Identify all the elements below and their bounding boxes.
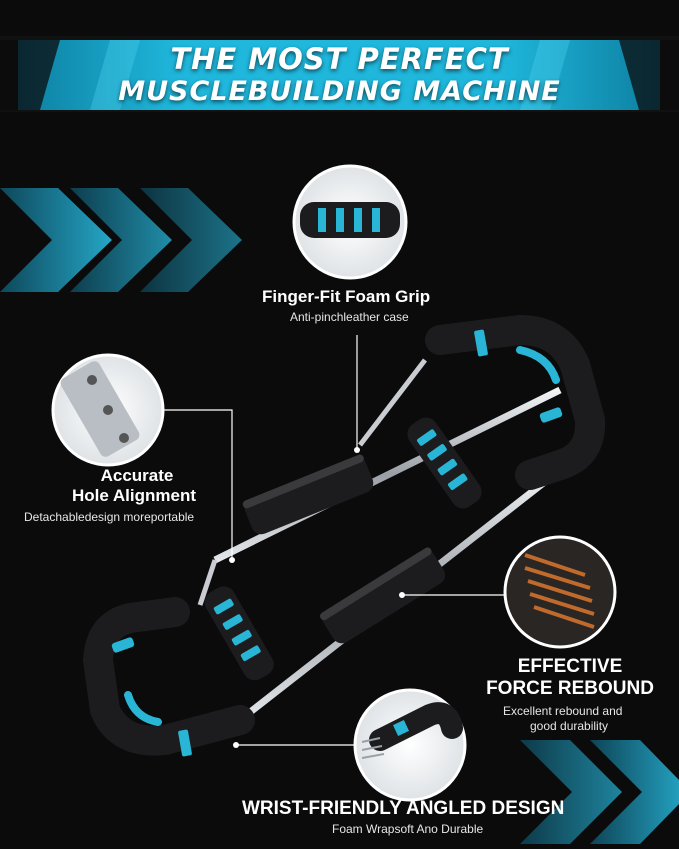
grip-feature-subtitle: Anti-pinchleather case bbox=[290, 310, 409, 324]
headline-line-2: MUSCLEBUILDING MACHINE bbox=[118, 76, 561, 107]
wrist-feature-title: WRIST-FRIENDLY ANGLED DESIGN bbox=[242, 798, 565, 819]
holes-feature-subtitle: Detachabledesign moreportable bbox=[24, 510, 195, 524]
callout-lines bbox=[160, 335, 512, 746]
headline-line-1: THE MOST PERFECT bbox=[170, 42, 509, 76]
magnifier-callout-icon bbox=[51, 353, 165, 467]
chevron-arrow-icon bbox=[0, 188, 242, 292]
holes-feature-title-1: Accurate bbox=[100, 466, 174, 485]
magnifier-callout-icon bbox=[503, 535, 617, 649]
rebound-feature-subtitle-2: good durability bbox=[530, 719, 609, 733]
title-band bbox=[0, 36, 679, 112]
chest-expander-product bbox=[82, 314, 606, 757]
holes-feature-title-2: Hole Alignment bbox=[71, 486, 197, 505]
rebound-feature-title-2: FORCE REBOUND bbox=[486, 678, 654, 699]
grip-feature-title: Finger-Fit Foam Grip bbox=[262, 287, 431, 306]
chevron-arrow-icon bbox=[520, 740, 679, 844]
magnifier-callout-icon bbox=[292, 164, 408, 280]
rebound-feature-title-1: EFFECTIVE bbox=[517, 656, 623, 677]
rebound-feature-subtitle-1: Excellent rebound and bbox=[503, 704, 623, 718]
magnifier-callout-icon bbox=[353, 688, 467, 802]
wrist-feature-subtitle: Foam Wrapsoft Ano Durable bbox=[332, 822, 484, 836]
